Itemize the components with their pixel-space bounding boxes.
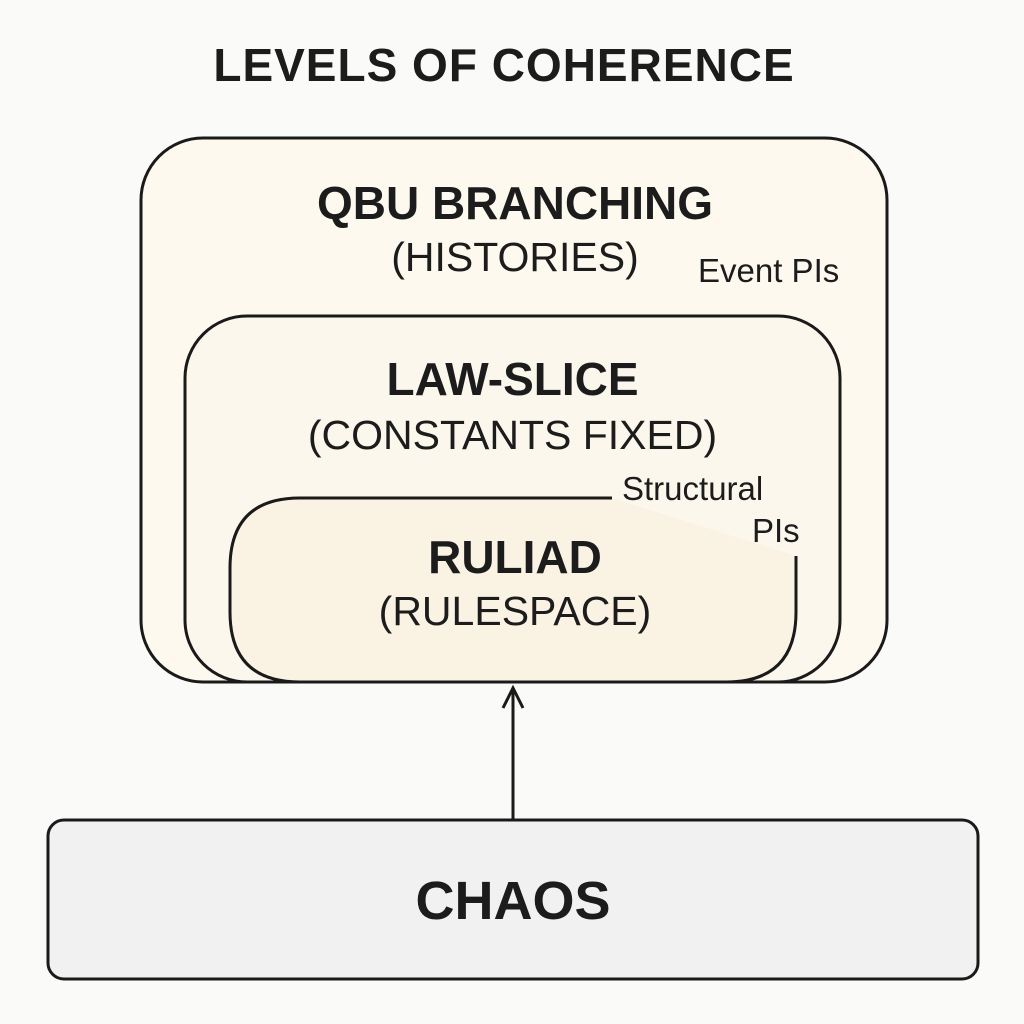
chaos-box — [46, 818, 980, 981]
level-box-ruliad — [228, 496, 798, 684]
diagram-title: LEVELS OF COHERENCE — [213, 39, 795, 91]
side-label-pis: PIs — [752, 512, 800, 549]
arrow-head-icon — [501, 684, 525, 709]
side-label-structural: Structural — [622, 470, 764, 507]
level-title-qbu-branching: QBU BRANCHING — [316, 177, 714, 229]
level-subtitle-constants-fixed: (CONSTANTS FIXED) — [307, 412, 718, 458]
level-title-law-slice: LAW-SLICE — [386, 353, 639, 405]
chaos-label: CHAOS — [415, 871, 611, 931]
level-title-ruliad: RULIAD — [428, 531, 602, 583]
level-subtitle-rulespace: (RULESPACE) — [378, 588, 652, 634]
side-label-event-pis: Event PIs — [698, 252, 840, 289]
level-subtitle-histories: (HISTORIES) — [391, 234, 639, 280]
